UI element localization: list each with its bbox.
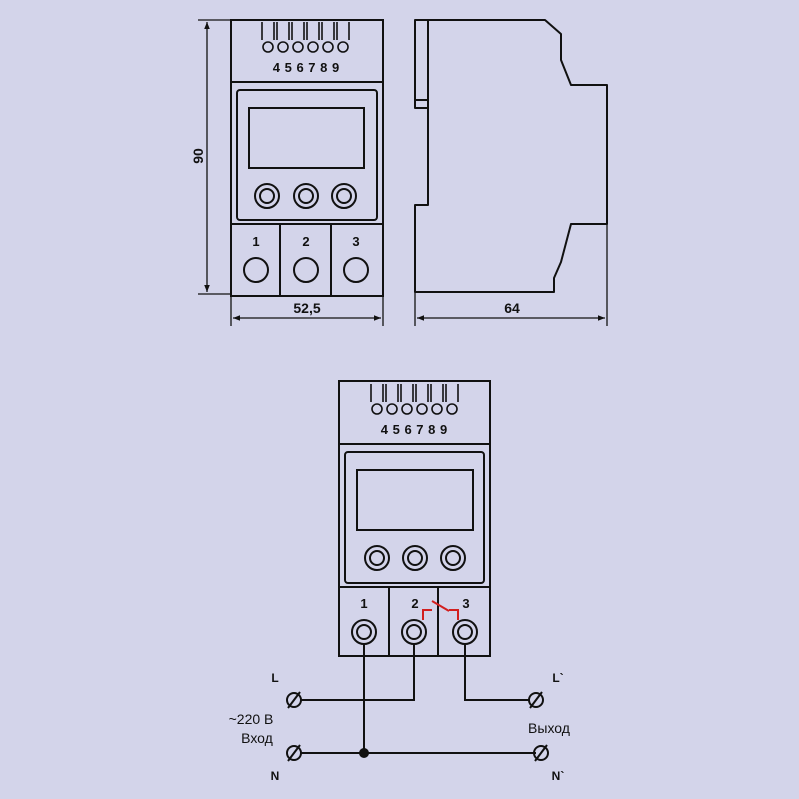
terminal-n-out: [533, 744, 549, 762]
front-top-terminal-numbers: 4 5 6 7 8 9: [273, 60, 339, 75]
width-dimension: [230, 296, 384, 326]
wiring-terminal-2-label: 2: [411, 596, 418, 611]
depth-dimension-label: 64: [504, 300, 520, 316]
width-dimension-label: 52,5: [293, 300, 320, 316]
front-terminal-2-label: 2: [302, 234, 309, 249]
terminal-n-in: [286, 744, 302, 762]
front-display: [248, 107, 365, 169]
input-label: Вход: [241, 730, 273, 746]
front-terminal-1-label: 1: [252, 234, 259, 249]
relay-contact: [422, 600, 459, 620]
wiring-bottom-screws: [351, 619, 478, 645]
label-l: L: [271, 671, 278, 685]
wiring-terminal-1-label: 1: [360, 596, 367, 611]
wires: [301, 644, 536, 754]
front-terminal-3-label: 3: [352, 234, 359, 249]
label-n-out: N`: [552, 769, 565, 783]
terminal-l-in: [286, 691, 302, 709]
input-voltage-label: ~220 В: [229, 711, 274, 727]
front-bottom-screws: [243, 257, 369, 283]
label-n: N: [271, 769, 280, 783]
wiring-buttons: [364, 545, 466, 571]
wire-line-input: [301, 644, 415, 701]
neutral-junction: [359, 748, 369, 758]
output-label: Выход: [528, 720, 570, 736]
external-terminals: [286, 691, 549, 762]
side-view: [414, 19, 608, 293]
height-dimension: [198, 19, 231, 295]
label-l-out: L`: [552, 671, 563, 685]
wiring-display: [356, 469, 474, 531]
front-panel: [236, 89, 378, 221]
wire-line-output: [464, 644, 529, 701]
terminal-l-out: [528, 691, 544, 709]
depth-dimension: [414, 224, 608, 326]
height-dimension-label: 90: [190, 148, 206, 164]
wiring-top-screws: [370, 384, 459, 415]
front-bottom-section: [230, 223, 384, 297]
wiring-top-terminal-numbers: 4 5 6 7 8 9: [381, 422, 447, 437]
wiring-panel: [344, 451, 485, 584]
top-screw-terminals: [261, 22, 350, 53]
wiring-terminal-3-label: 3: [462, 596, 469, 611]
wiring-device: [338, 380, 491, 657]
side-profile: [414, 19, 608, 293]
front-view: [230, 19, 384, 297]
front-buttons: [254, 183, 357, 209]
